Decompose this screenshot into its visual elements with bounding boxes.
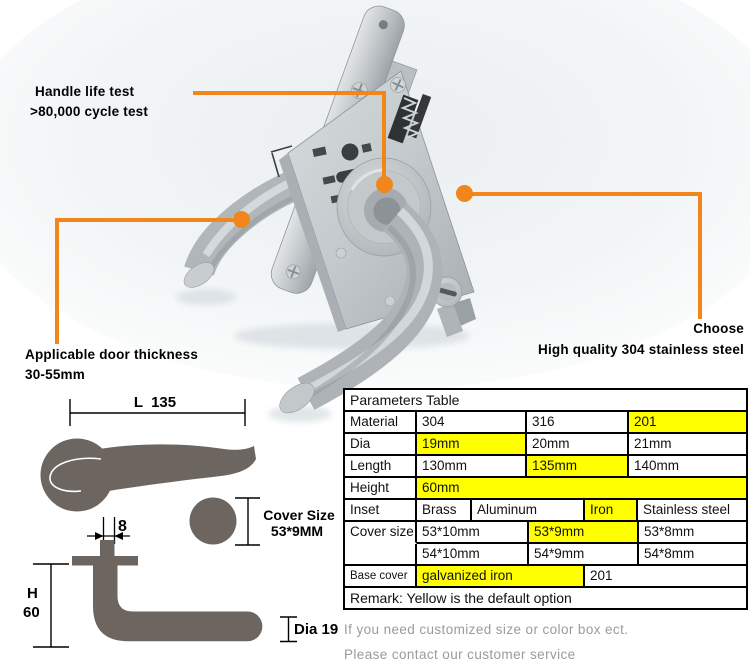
handle-life-line2: >80,000 cycle test [30,104,149,119]
table-cell: Base cover [345,566,417,588]
table-cell: Brass [417,500,472,522]
handle-side-view [72,540,263,642]
table-cell: Aluminum [472,500,585,522]
table-cell: Dia [345,434,417,456]
table-cell: Stainless steel [638,500,748,522]
height-dimension [33,563,69,648]
table-row: Parameters Table [345,390,748,412]
dia-dimension [280,616,297,643]
faceplate-screw [285,264,301,280]
table-cell: Remark: Yellow is the default option [345,588,748,610]
table-cell: 140mm [629,456,748,478]
table-cell: 53*8mm [639,522,748,544]
lever-collar-outline [49,457,102,493]
table-cell: galvanized iron [417,566,585,588]
length-dimension [69,399,246,426]
table-cell: 316 [527,412,629,434]
choose-line1: Choose [693,321,744,336]
table-cell: 54*10mm [417,544,529,566]
table-cell: 54*9mm [529,544,639,566]
callout-dot-rose [376,176,393,193]
case-screw [335,247,347,259]
table-cell: 60mm [417,478,748,500]
table-cell: Length [345,456,417,478]
table-cell: 20mm [527,434,629,456]
callout-dot-handle [233,211,250,228]
table-cell: Height [345,478,417,500]
shadow [176,289,236,305]
callout-line-door-thickness [55,218,240,222]
table-cell: Material [345,412,417,434]
table-cell: 201 [585,566,748,588]
door-thickness-line2: 30-55mm [25,367,85,382]
table-cell: Parameters Table [345,390,748,412]
dia-label: Dia 19 [294,621,338,638]
table-cell: Cover size [345,522,417,544]
length-label: L 135 [134,394,176,411]
table-cell: Inset [345,500,417,522]
case-hole [341,143,359,161]
faceplate-hole [378,20,388,30]
table-cell: 130mm [417,456,527,478]
table-cell: 19mm [417,434,527,456]
table-cell: 21mm [629,434,748,456]
table-cell: Iron [585,500,638,522]
case-screw [384,295,396,307]
callout-line-stainless-v [698,192,702,319]
callout-line-handle-life [193,91,386,95]
handle-end-cap [183,262,215,288]
choose-line2: High quality 304 stainless steel [538,342,744,357]
table-row: Remark: Yellow is the default option [345,588,748,610]
spring-slot [387,93,432,144]
handle-top-view [40,438,256,545]
callout-line-door-thickness-v [55,218,59,344]
door-thickness-annotation: Applicable door thickness 30-55mm [25,345,198,385]
footer-note-1: If you need customized size or color box… [344,622,629,637]
case-screw [390,77,406,93]
callout-line-stainless [465,192,702,196]
handle-end-cap [279,382,315,414]
arrow-left [114,532,123,540]
footer-note-2: Please contact our customer service [344,647,576,662]
keyway [437,287,457,297]
callout-dot-latch [456,185,473,202]
handle-life-annotation: Handle life test >80,000 cycle test [30,82,148,122]
cover-size-label: Cover Size [263,507,335,523]
table-cell: 135mm [527,456,629,478]
stainless-annotation: Choose High quality 304 stainless steel [430,318,744,360]
table-cell: 201 [629,412,748,434]
table-cell [345,544,417,566]
table-cell: 304 [417,412,527,434]
arrow-right [95,532,104,540]
spring-coil [400,97,421,139]
table-cell: 53*9mm [529,522,639,544]
height-label-value: 60 [23,604,40,621]
height-label-letter: H [27,585,38,602]
case-notch [270,145,293,178]
door-thickness-line1: Applicable door thickness [25,347,199,362]
neck-width-label: 8 [118,518,127,535]
handle-life-line1: Handle life test [35,84,135,99]
table-cell: 54*8mm [639,544,748,566]
cover-dimension [235,497,260,546]
callout-line-handle-life-v [382,91,386,179]
table-cell: 53*10mm [417,522,529,544]
cover-size-value: 53*9MM [271,523,323,539]
dimension-diagram: L 135 Cover Size 53*9MM 8 [23,394,338,648]
front-handle [279,203,443,414]
product-photo [0,0,750,422]
